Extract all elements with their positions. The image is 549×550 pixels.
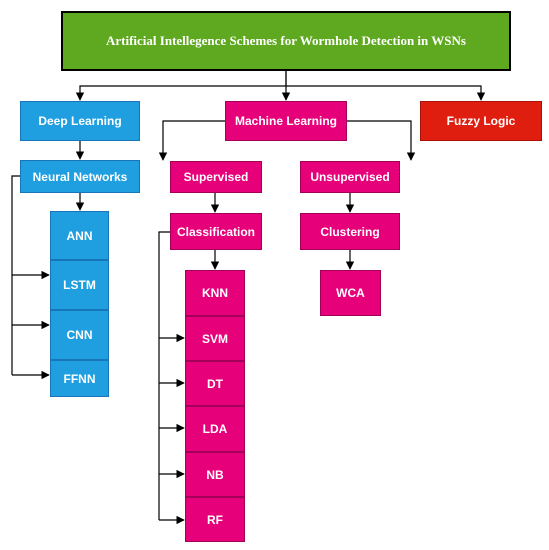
unsupervised-node: Unsupervised (300, 161, 400, 193)
link-classification-classifiers (158, 231, 170, 520)
link-ml-supervised (158, 120, 225, 161)
link-ml-unsupervised (347, 120, 416, 161)
diagram-title: Artificial Intellegence Schemes for Worm… (61, 11, 511, 71)
clustering-node: Clustering (300, 213, 400, 250)
supervised-node: Supervised (170, 161, 262, 193)
neural-networks-node: Neural Networks (20, 160, 140, 193)
fuzzy-logic-node: Fuzzy Logic (420, 101, 542, 141)
wca-node: WCA (320, 270, 381, 316)
machine-learning-node: Machine Learning (225, 101, 347, 141)
knn-node: KNN (185, 270, 245, 316)
link-root-deep-learning (75, 71, 287, 101)
svm-node: SVM (185, 316, 245, 361)
cnn-node: CNN (50, 310, 109, 360)
link-neural-models (11, 175, 20, 375)
dt-node: DT (185, 361, 245, 406)
link-root-fuzzy-logic (286, 85, 486, 101)
nb-node: NB (185, 452, 245, 497)
rf-node: RF (185, 497, 245, 542)
ffnn-node: FFNN (50, 360, 109, 397)
classification-node: Classification (170, 213, 262, 250)
lda-node: LDA (185, 406, 245, 452)
ann-node: ANN (50, 211, 109, 260)
deep-learning-node: Deep Learning (20, 101, 140, 141)
lstm-node: LSTM (50, 260, 109, 310)
